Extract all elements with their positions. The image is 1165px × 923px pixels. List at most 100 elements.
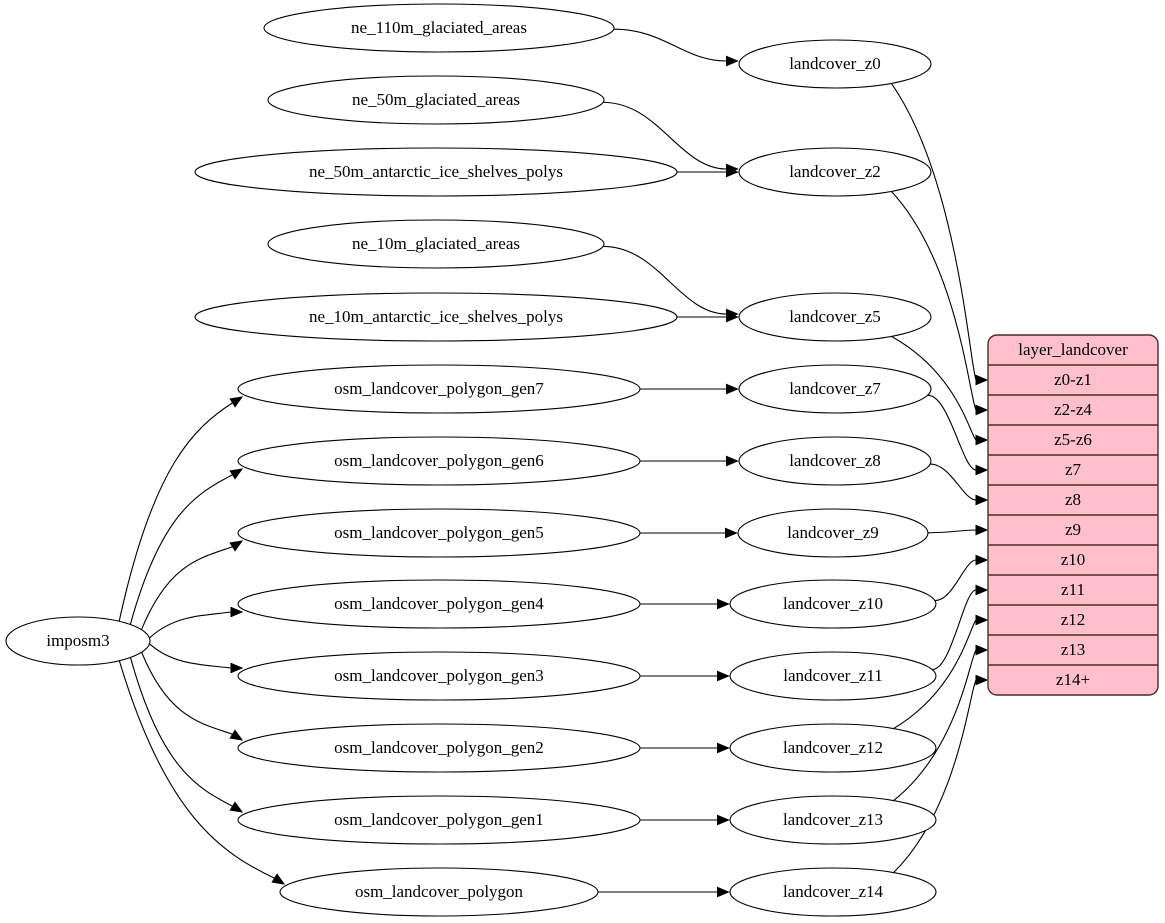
node-ellipse-landcover_z9 <box>737 508 929 558</box>
edge-imposm3-to-osm-landcover-polygon-gen1-arrowhead <box>229 801 244 813</box>
node-landcover_z9[interactable]: landcover_z9 <box>737 508 929 558</box>
edge-osm_landcover_polygon_gen6-to-landcover-z8-arrowhead <box>726 455 739 467</box>
node-ne_110m_glaciated_areas[interactable]: ne_110m_glaciated_areas <box>263 3 615 53</box>
node-label-osm_landcover_polygon_gen4: osm_landcover_polygon_gen4 <box>334 594 544 613</box>
edge-imposm3-to-osm-landcover-polygon-gen5-arrowhead <box>229 540 244 552</box>
table-layer: layer_landcover z0-z1 z2-z4 z5-z6 z7 z8 z9 z10 z… <box>987 334 1159 696</box>
edge-landcover_z9-to-row-z9 <box>927 529 977 534</box>
table-row-z11[interactable]: z11 <box>1061 580 1085 599</box>
node-landcover_z0[interactable]: landcover_z0 <box>738 39 932 89</box>
edge-landcover_z11-to-row-z11 <box>932 589 977 671</box>
edge-osm_landcover_polygon_gen1-to-landcover-z13-arrowhead <box>717 814 730 826</box>
node-ne_50m_antarctic_ice_shelves_polys[interactable]: ne_50m_antarctic_ice_shelves_polys <box>194 147 678 197</box>
edge-ne_10m_antarctic_ice_shelves_polys-to-landcover-z5-arrowhead <box>726 311 739 323</box>
node-ellipse-osm_landcover_polygon_gen4 <box>237 579 641 629</box>
node-label-osm_landcover_polygon_gen2: osm_landcover_polygon_gen2 <box>334 738 544 757</box>
node-osm_landcover_polygon_gen2[interactable]: osm_landcover_polygon_gen2 <box>237 723 641 773</box>
node-ellipse-landcover_z2 <box>738 147 932 197</box>
node-ne_10m_glaciated_areas[interactable]: ne_10m_glaciated_areas <box>267 219 605 269</box>
edges-layer <box>118 28 989 898</box>
node-label-osm_landcover_polygon: osm_landcover_polygon <box>355 882 524 901</box>
node-osm_landcover_polygon_gen7[interactable]: osm_landcover_polygon_gen7 <box>237 364 641 414</box>
node-label-ne_50m_antarctic_ice_shelves_polys: ne_50m_antarctic_ice_shelves_polys <box>309 162 563 181</box>
node-ellipse-osm_landcover_polygon_gen7 <box>237 364 641 414</box>
table-row-z2-z4[interactable]: z2-z4 <box>1054 400 1092 419</box>
table-row-z0-z1[interactable]: z0-z1 <box>1054 370 1092 389</box>
edge-imposm3-to-osm-landcover-polygon-gen1 <box>129 657 233 807</box>
edge-landcover_z14-to-row-z14- <box>893 679 977 873</box>
node-landcover_z11[interactable]: landcover_z11 <box>729 651 937 701</box>
node-ellipse-osm_landcover_polygon <box>279 867 599 917</box>
node-osm_landcover_polygon_gen4[interactable]: osm_landcover_polygon_gen4 <box>237 579 641 629</box>
node-ellipse-landcover_z0 <box>738 39 932 89</box>
node-landcover_z5[interactable]: landcover_z5 <box>738 292 932 342</box>
edge-imposm3-to-osm-landcover-polygon-arrowhead <box>271 873 286 885</box>
node-osm_landcover_polygon_gen1[interactable]: osm_landcover_polygon_gen1 <box>237 795 641 845</box>
edge-landcover_z7-to-row-z7-arrowhead <box>975 464 989 476</box>
edge-ne_50m_antarctic_ice_shelves_polys-to-landcover-z2-arrowhead <box>726 166 739 178</box>
node-landcover_z12[interactable]: landcover_z12 <box>729 723 937 773</box>
node-label-osm_landcover_polygon_gen7: osm_landcover_polygon_gen7 <box>334 379 544 398</box>
edge-imposm3-to-osm-landcover-polygon-gen6 <box>129 474 233 625</box>
edge-imposm3-to-osm-landcover-polygon-gen6-arrowhead <box>229 468 244 480</box>
edge-imposm3-to-osm-landcover-polygon <box>118 660 275 879</box>
table-row-z8[interactable]: z8 <box>1065 490 1081 509</box>
node-label-landcover_z11: landcover_z11 <box>783 666 882 685</box>
edge-osm_landcover_polygon_gen2-to-landcover-z12-arrowhead <box>717 742 730 754</box>
table-row-z14-[interactable]: z14+ <box>1056 670 1090 689</box>
edge-landcover_z2-to-row-z2-z4 <box>891 191 977 411</box>
edge-landcover_z5-to-row-z5-z6-arrowhead <box>975 434 989 446</box>
edge-osm_landcover_polygon_gen7-to-landcover-z7-arrowhead <box>726 383 739 395</box>
node-label-ne_10m_antarctic_ice_shelves_polys: ne_10m_antarctic_ice_shelves_polys <box>309 307 563 326</box>
node-osm_landcover_polygon_gen5[interactable]: osm_landcover_polygon_gen5 <box>237 508 641 558</box>
table-header-label: layer_landcover <box>1018 340 1128 359</box>
edge-landcover_z12-to-row-z12-arrowhead <box>975 614 989 626</box>
edge-imposm3-to-osm-landcover-polygon-gen3-arrowhead <box>230 662 244 674</box>
node-ellipse-imposm3 <box>5 616 151 666</box>
node-ellipse-ne_50m_antarctic_ice_shelves_polys <box>194 147 678 197</box>
node-label-landcover_z2: landcover_z2 <box>789 162 881 181</box>
table-row-z12[interactable]: z12 <box>1061 610 1086 629</box>
node-osm_landcover_polygon_gen6[interactable]: osm_landcover_polygon_gen6 <box>237 436 641 486</box>
node-landcover_z7[interactable]: landcover_z7 <box>738 364 932 414</box>
node-ellipse-osm_landcover_polygon_gen3 <box>237 651 641 701</box>
edge-ne_110m_glaciated_areas-to-landcover-z0-arrowhead <box>726 55 739 67</box>
node-landcover_z10[interactable]: landcover_z10 <box>729 579 937 629</box>
edge-landcover_z10-to-row-z10-arrowhead <box>975 554 989 566</box>
node-label-imposm3: imposm3 <box>46 631 109 650</box>
node-label-ne_50m_glaciated_areas: ne_50m_glaciated_areas <box>352 90 520 109</box>
node-ellipse-osm_landcover_polygon_gen6 <box>237 436 641 486</box>
node-landcover_z13[interactable]: landcover_z13 <box>729 795 937 845</box>
node-ellipse-osm_landcover_polygon_gen1 <box>237 795 641 845</box>
table-row-z13[interactable]: z13 <box>1061 640 1086 659</box>
node-landcover_z14[interactable]: landcover_z14 <box>729 867 937 917</box>
edge-landcover_z7-to-row-z7 <box>927 394 977 471</box>
node-ne_50m_glaciated_areas[interactable]: ne_50m_glaciated_areas <box>267 75 605 125</box>
node-label-osm_landcover_polygon_gen5: osm_landcover_polygon_gen5 <box>334 523 544 542</box>
node-ne_10m_antarctic_ice_shelves_polys[interactable]: ne_10m_antarctic_ice_shelves_polys <box>194 292 678 342</box>
edge-imposm3-to-osm-landcover-polygon-gen7 <box>118 402 233 622</box>
node-label-landcover_z13: landcover_z13 <box>783 810 883 829</box>
node-landcover_z2[interactable]: landcover_z2 <box>738 147 932 197</box>
table-row-z5-z6[interactable]: z5-z6 <box>1054 430 1092 449</box>
edge-ne_10m_glaciated_areas-to-landcover-z5 <box>603 245 727 315</box>
node-landcover_z8[interactable]: landcover_z8 <box>738 436 932 486</box>
node-label-ne_110m_glaciated_areas: ne_110m_glaciated_areas <box>351 18 527 37</box>
node-ellipse-ne_110m_glaciated_areas <box>263 3 615 53</box>
table-row-z9[interactable]: z9 <box>1065 520 1081 539</box>
node-imposm3[interactable]: imposm3 <box>5 616 151 666</box>
node-ellipse-ne_10m_glaciated_areas <box>267 219 605 269</box>
node-label-ne_10m_glaciated_areas: ne_10m_glaciated_areas <box>352 234 520 253</box>
node-osm_landcover_polygon[interactable]: osm_landcover_polygon <box>279 867 599 917</box>
node-label-landcover_z8: landcover_z8 <box>789 451 881 470</box>
edge-landcover_z11-to-row-z11-arrowhead <box>975 584 989 596</box>
table-row-z7[interactable]: z7 <box>1065 460 1082 479</box>
table-row-z10[interactable]: z10 <box>1061 550 1086 569</box>
edge-imposm3-to-osm-landcover-polygon-gen4-arrowhead <box>230 606 244 618</box>
node-ellipse-landcover_z7 <box>738 364 932 414</box>
node-osm_landcover_polygon_gen3[interactable]: osm_landcover_polygon_gen3 <box>237 651 641 701</box>
node-label-landcover_z9: landcover_z9 <box>787 523 879 542</box>
edge-imposm3-to-osm-landcover-polygon-gen2 <box>141 652 233 735</box>
